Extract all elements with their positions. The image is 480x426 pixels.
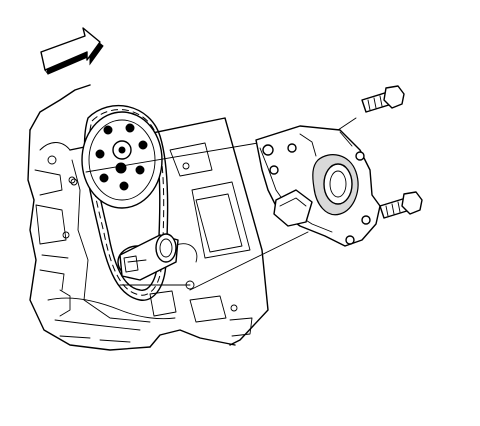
direction-arrow-icon: [40, 27, 104, 75]
oil-pump: [255, 125, 381, 247]
camshaft-sprocket: [81, 111, 163, 209]
crankshaft-sprocket: [117, 233, 179, 281]
upper-bolt-icon: [361, 85, 405, 113]
lower-bolt-icon: [379, 191, 423, 219]
engine-block: [27, 84, 269, 351]
